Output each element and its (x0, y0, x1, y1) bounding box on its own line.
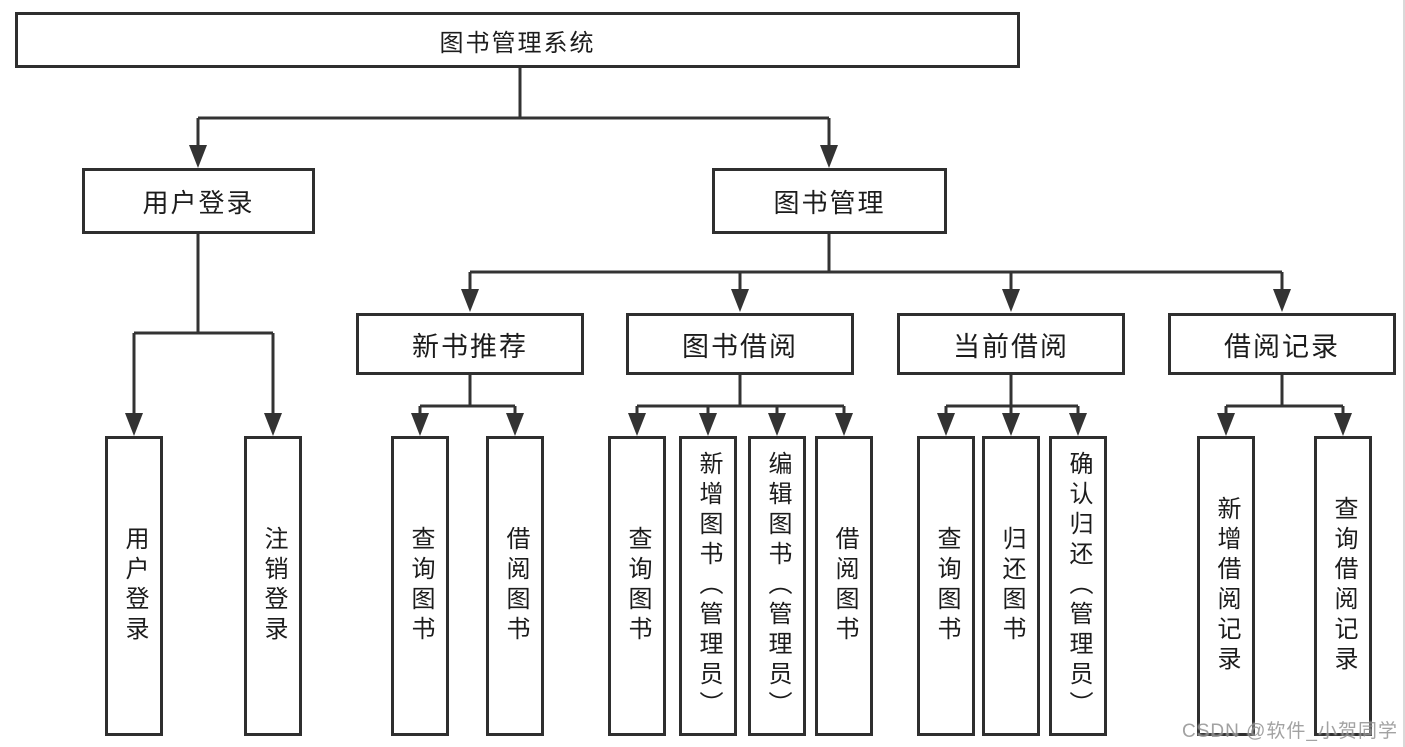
node-root-library-system: 图书管理系统 (15, 12, 1020, 68)
leaf-query-books-3: 查询图书 (917, 436, 975, 736)
connector-user-login-children (125, 234, 282, 436)
csdn-watermark: CSDN @软件_小贺同学 (1182, 721, 1398, 742)
node-label: 查询图书 (933, 526, 960, 646)
node-current-borrowing: 当前借阅 (897, 313, 1125, 375)
leaf-return-books: 归还图书 (982, 436, 1040, 736)
node-label: 图书管理 (773, 187, 886, 218)
node-label: 图书管理系统 (439, 29, 596, 57)
leaf-confirm-return-admin: 确认归还（管理员） (1049, 436, 1107, 736)
node-label: 借阅记录 (1224, 331, 1340, 362)
connector-new-book-rec-children (411, 375, 524, 436)
node-label: 用户登录 (121, 526, 148, 646)
node-book-management: 图书管理 (712, 168, 947, 234)
node-label: 新增图书（管理员） (695, 451, 722, 721)
node-label: 编辑图书（管理员） (764, 451, 791, 721)
leaf-query-books-2: 查询图书 (608, 436, 666, 736)
connector-current-borrow-children (937, 375, 1087, 436)
node-label: 当前借阅 (953, 331, 1069, 362)
leaf-borrow-books-1: 借阅图书 (486, 436, 544, 736)
node-label: 借阅图书 (502, 526, 529, 646)
node-book-borrowing: 图书借阅 (626, 313, 854, 375)
node-label: 注销登录 (260, 526, 287, 646)
node-borrowing-records: 借阅记录 (1168, 313, 1396, 375)
leaf-query-books-1: 查询图书 (391, 436, 449, 736)
leaf-user-login: 用户登录 (105, 436, 163, 736)
node-label: 查询借阅记录 (1330, 496, 1357, 676)
node-label: 查询图书 (624, 526, 651, 646)
node-label: 查询图书 (407, 526, 434, 646)
node-label: 确认归还（管理员） (1065, 451, 1092, 721)
node-user-login: 用户登录 (82, 168, 315, 234)
node-label: 新书推荐 (412, 331, 528, 362)
node-label: 用户登录 (142, 187, 255, 218)
leaf-query-borrow-record: 查询借阅记录 (1314, 436, 1372, 736)
leaf-borrow-books-2: 借阅图书 (815, 436, 873, 736)
node-label: 归还图书 (998, 526, 1025, 646)
node-label: 图书借阅 (682, 331, 798, 362)
node-label: 新增借阅记录 (1213, 496, 1240, 676)
connector-book-borrow-children (628, 375, 853, 436)
node-new-book-recommendation: 新书推荐 (356, 313, 584, 375)
leaf-add-borrow-record: 新增借阅记录 (1197, 436, 1255, 736)
connector-book-mgmt-to-level3 (461, 234, 1291, 312)
right-edge-strip (1403, 0, 1405, 747)
node-label: 借阅图书 (831, 526, 858, 646)
leaf-edit-books-admin: 编辑图书（管理员） (748, 436, 806, 736)
connector-borrow-records-children (1217, 375, 1352, 436)
leaf-add-books-admin: 新增图书（管理员） (679, 436, 737, 736)
leaf-logout: 注销登录 (244, 436, 302, 736)
connector-root-to-level2 (189, 68, 838, 168)
